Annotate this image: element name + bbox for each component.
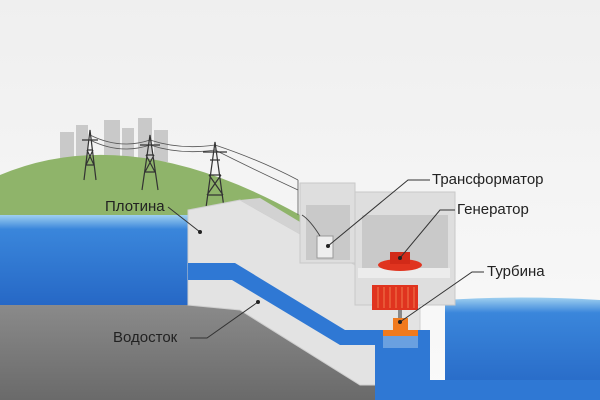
generator-floor <box>358 268 450 278</box>
rotor <box>372 285 418 310</box>
penstock <box>188 263 430 345</box>
generator-leader <box>399 209 455 259</box>
turbine-label: Турбина <box>487 263 545 280</box>
spillway-leader <box>190 301 259 339</box>
transformer-label: Трансформатор <box>432 171 544 188</box>
rotor-ribs <box>377 287 415 308</box>
outflow-water <box>375 345 600 400</box>
transformer-cable <box>301 214 321 237</box>
transformer-unit <box>316 235 334 259</box>
turbine-wheel <box>383 330 418 336</box>
turbine-leader <box>399 271 484 323</box>
transmission-towers <box>82 129 227 216</box>
ground <box>0 305 600 400</box>
turbine-blades <box>383 336 418 348</box>
generator-label: Генератор <box>457 201 529 218</box>
tailwater <box>445 297 600 400</box>
dam-label: Плотина <box>105 198 165 215</box>
reservoir-water <box>0 215 200 310</box>
transformer-leader <box>327 179 430 247</box>
generator-base <box>378 259 422 271</box>
leader-lines <box>167 179 484 339</box>
turbine <box>393 318 408 332</box>
power-lines <box>89 134 299 215</box>
dam-leader <box>167 206 201 233</box>
shaft <box>398 310 402 322</box>
leader-dots <box>198 230 402 324</box>
spillway-label: Водосток <box>113 329 178 346</box>
city-buildings <box>60 118 168 162</box>
